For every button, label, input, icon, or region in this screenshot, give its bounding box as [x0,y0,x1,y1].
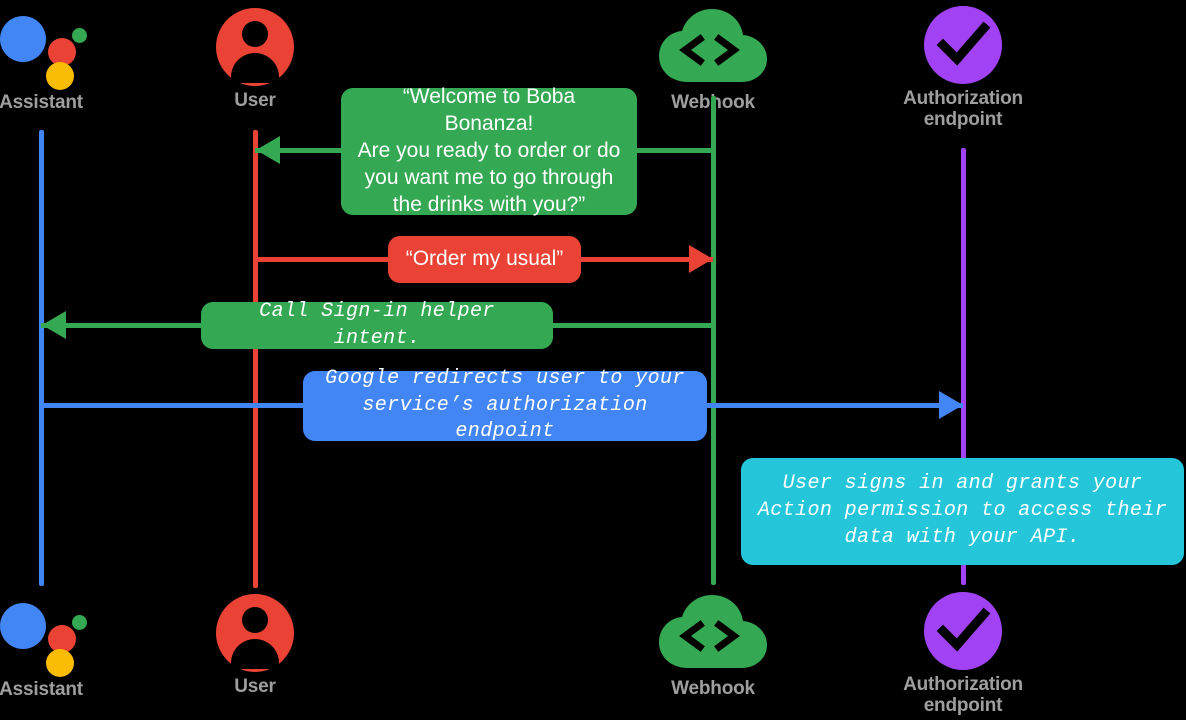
actor-label-user: User [234,90,276,111]
check-circle-icon-bottom [924,592,1002,670]
user-avatar-head [242,21,268,47]
actor-assistant-top: Assistant [0,8,136,113]
check-circle-icon [924,6,1002,84]
message-bubble-redirect: Google redirects user to your service’s … [303,367,707,443]
message-text-order: “Order my usual” [405,247,564,271]
message-bubble-signin: Call Sign-in helper intent. [201,300,553,350]
message-text-welcome: “Welcome to Boba Bonanza! Are you ready … [357,85,621,216]
message-arrowhead-redirect [939,391,963,419]
actor-authorization-bottom: Authorization endpoint [868,592,1058,717]
user-avatar-icon [216,8,294,86]
message-arrowhead-welcome [256,136,280,164]
lifeline-authorization [961,148,966,585]
actor-authorization-top: Authorization endpoint [868,6,1058,131]
lifeline-user [253,130,258,588]
assistant-dot-red [48,625,76,653]
lifeline-webhook [711,96,716,585]
assistant-dot-yellow [46,62,74,90]
lifeline-assistant [39,130,44,586]
actor-label-authorization-bottom: Authorization endpoint [903,674,1023,717]
assistant-dot-blue [0,16,46,62]
user-avatar-head [242,607,268,633]
actor-user-top: User [160,8,350,111]
user-avatar-icon-bottom [216,594,294,672]
assistant-dot-blue [0,603,46,649]
assistant-dot-green [72,28,87,43]
actor-assistant-bottom: Assistant [0,595,136,700]
message-bubble-grant: User signs in and grants your Action per… [741,458,1184,565]
cloud-code-icon-bottom [657,594,769,674]
message-arrowhead-signin [42,311,66,339]
message-bubble-order: “Order my usual” [388,236,581,283]
message-text-redirect: Google redirects user to your service’s … [325,366,685,444]
actor-label-assistant: Assistant [0,92,83,113]
message-text-grant: User signs in and grants your Action per… [757,472,1168,549]
actor-label-webhook-bottom: Webhook [671,678,755,699]
assistant-dot-red [48,38,76,66]
message-text-signin: Call Sign-in helper intent. [259,299,495,350]
actor-user-bottom: User [160,594,350,697]
actor-label-user-bottom: User [234,676,276,697]
actor-label-assistant-bottom: Assistant [0,679,83,700]
assistant-dot-yellow [46,649,74,677]
cloud-code-icon [657,8,769,88]
actor-webhook-bottom: Webhook [618,594,808,699]
message-bubble-welcome: “Welcome to Boba Bonanza! Are you ready … [341,85,637,216]
google-assistant-icon-bottom [0,595,87,677]
actor-label-authorization: Authorization endpoint [903,88,1023,131]
message-arrowhead-order [689,245,713,273]
assistant-dot-green [72,615,87,630]
google-assistant-icon [0,8,87,90]
